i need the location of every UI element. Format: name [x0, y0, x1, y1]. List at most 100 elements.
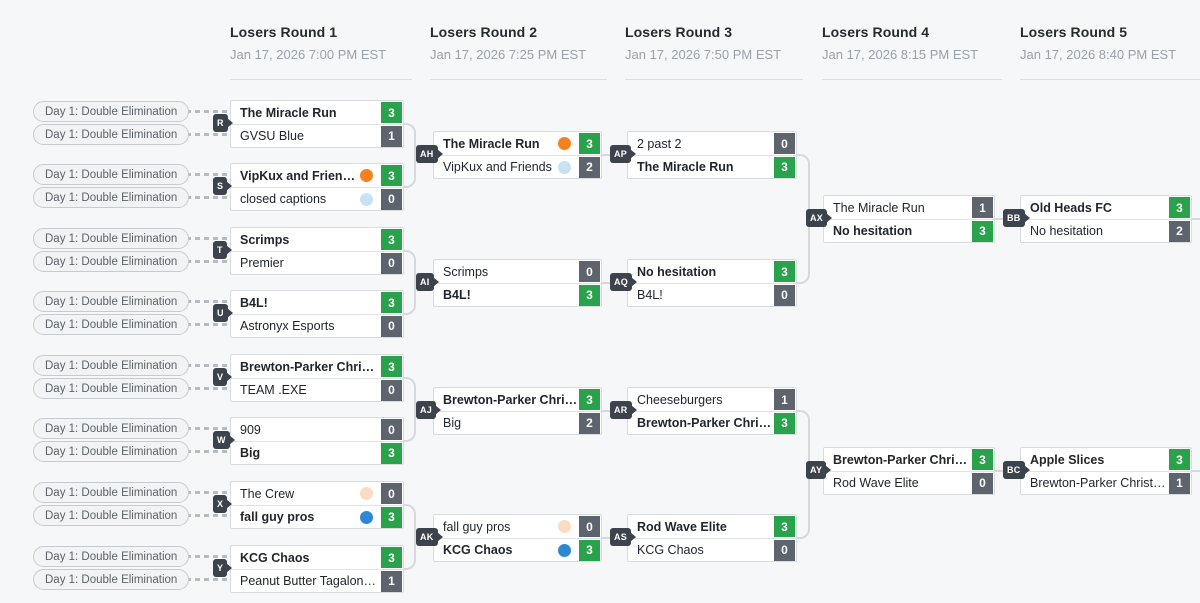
- round-divider: [230, 79, 412, 80]
- phase-pill[interactable]: Day 1: Double Elimination: [33, 569, 190, 590]
- team-name: Big: [240, 446, 261, 460]
- match-team-row[interactable]: Brewton-Parker Chris…3: [628, 411, 796, 434]
- phase-pill[interactable]: Day 1: Double Elimination: [33, 101, 190, 122]
- phase-pill[interactable]: Day 1: Double Elimination: [33, 355, 190, 376]
- pill-connector-dashes: [186, 323, 228, 326]
- match-team-row[interactable]: Brewton-Parker Chris…3: [231, 355, 403, 378]
- phase-pill[interactable]: Day 1: Double Elimination: [33, 124, 190, 145]
- phase-pill[interactable]: Day 1: Double Elimination: [33, 251, 190, 272]
- phase-pill[interactable]: Day 1: Double Elimination: [33, 418, 190, 439]
- match-team-row[interactable]: B4L!3: [231, 291, 403, 314]
- match-identifier-badge: AR: [610, 401, 637, 419]
- match-identifier-badge: BC: [1003, 461, 1030, 479]
- phase-pill[interactable]: Day 1: Double Elimination: [33, 378, 190, 399]
- match-team-row[interactable]: Brewton-Parker Chris…3: [434, 388, 601, 411]
- team-score: 3: [774, 156, 795, 178]
- phase-pill[interactable]: Day 1: Double Elimination: [33, 314, 190, 335]
- phase-pill[interactable]: Day 1: Double Elimination: [33, 441, 190, 462]
- phase-pill[interactable]: Day 1: Double Elimination: [33, 482, 190, 503]
- match-team-row[interactable]: B4L!3: [434, 283, 601, 306]
- match-team-row[interactable]: Brewton-Parker Chris…3: [824, 448, 994, 471]
- team-score: 0: [381, 315, 402, 337]
- bracket-connector: [402, 154, 416, 188]
- team-score: 0: [381, 419, 402, 440]
- match-identifier-label: AQ: [614, 277, 629, 287]
- match-team-row[interactable]: Brewton-Parker Christi…1: [1021, 471, 1191, 494]
- phase-pill[interactable]: Day 1: Double Elimination: [33, 164, 190, 185]
- team-score: 0: [579, 261, 600, 282]
- team-name: Brewton-Parker Chris…: [443, 392, 578, 407]
- phase-pill[interactable]: Day 1: Double Elimination: [33, 228, 190, 249]
- team-score: 2: [579, 156, 600, 178]
- pill-connector-dashes: [186, 300, 228, 303]
- phase-pill[interactable]: Day 1: Double Elimination: [33, 291, 190, 312]
- pill-connector-dashes: [186, 173, 228, 176]
- team-score: 3: [579, 133, 600, 154]
- match-identifier-label: AX: [810, 213, 824, 223]
- match-team-row[interactable]: B4L!0: [628, 283, 796, 306]
- match-identifier-label: S: [217, 181, 224, 191]
- phase-pill[interactable]: Day 1: Double Elimination: [33, 546, 190, 567]
- team-score: 0: [774, 539, 795, 561]
- phase-pill[interactable]: Day 1: Double Elimination: [33, 187, 190, 208]
- match-identifier-badge: T: [213, 241, 232, 259]
- match-team-row[interactable]: Peanut Butter Tagalon…1: [231, 569, 403, 592]
- phase-pill-label: Day 1: Double Elimination: [45, 550, 178, 563]
- team-dot-icon: [558, 520, 571, 533]
- pill-connector-dashes: [186, 427, 228, 430]
- phase-pill[interactable]: Day 1: Double Elimination: [33, 505, 190, 526]
